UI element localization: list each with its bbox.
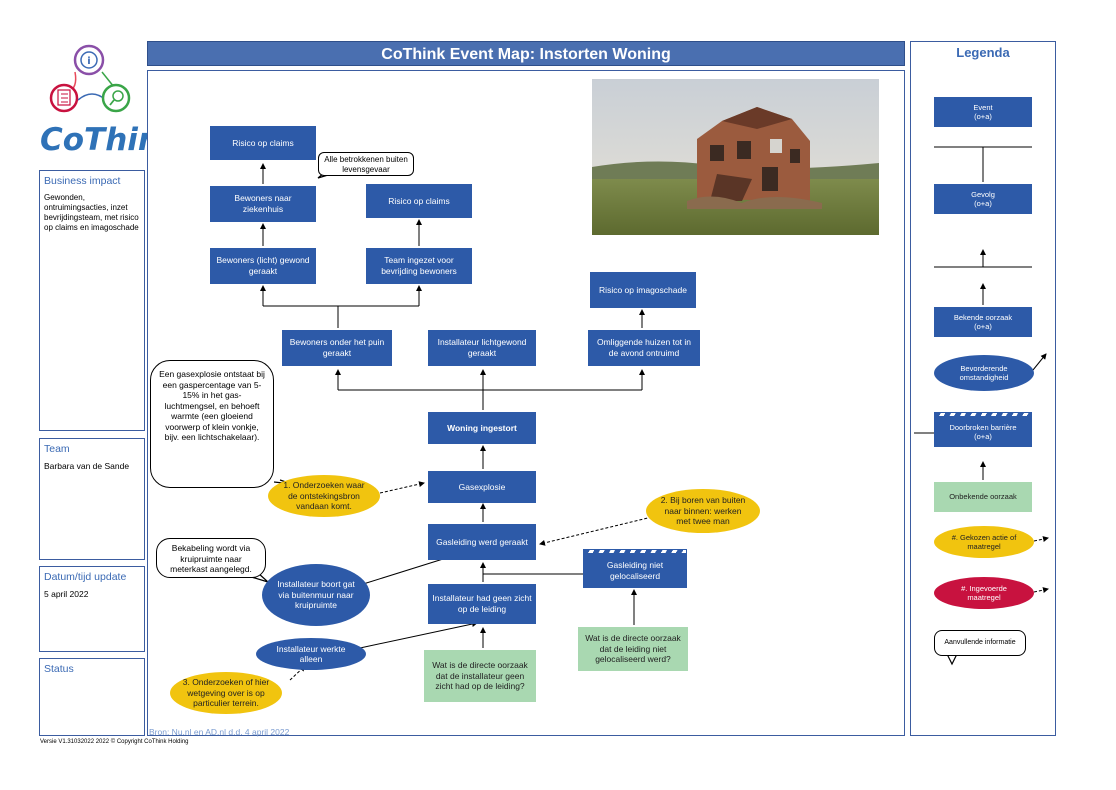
legend-barrier-stripe [934, 412, 1032, 417]
page-title: CoThink Event Map: Instorten Woning [147, 41, 905, 66]
business-impact-title: Business impact [44, 175, 121, 187]
status-panel: Status [39, 658, 145, 736]
legend-gekozen-actie: #. Gekozen actie of maatregel [934, 526, 1034, 558]
svg-text:i: i [87, 56, 90, 67]
legend-bekende-oorzaak: Bekende oorzaak (o+a) [934, 307, 1032, 337]
status-title: Status [44, 663, 74, 675]
legend-event: Event (o+a) [934, 97, 1032, 127]
info-gasexplosie: Een gasexplosie ontstaat bij een gasperc… [150, 360, 274, 488]
bewoners-ziekenhuis: Bewoners naar ziekenhuis [210, 186, 316, 222]
risico-imagoschade: Risico op imagoschade [590, 272, 696, 308]
installateur-werkte-alleen: Installateur werkte alleen [256, 638, 366, 670]
team-text: Barbara van de Sande [44, 461, 130, 471]
barrier-stripe [583, 549, 687, 554]
datum-title: Datum/tijd update [44, 571, 127, 583]
actie-3: 3. Onderzoeken of hier wetgeving over is… [170, 672, 282, 714]
omliggende-huizen: Omliggende huizen tot in de avond ontrui… [588, 330, 700, 366]
legend-doorbroken: Doorbroken barrière (o+a) [934, 417, 1032, 447]
collapsed-house-photo [592, 79, 879, 235]
vraag-geen-zicht: Wat is de directe oorzaak dat de install… [424, 650, 536, 702]
woning-ingestort: Woning ingestort [428, 412, 536, 444]
datum-panel: Datum/tijd update 5 april 2022 [39, 566, 145, 652]
installateur-geen-zicht: Installateur had geen zicht op de leidin… [428, 584, 536, 624]
legend-bevorderende: Bevorderende omstandigheid [934, 355, 1034, 391]
business-impact-text: Gewonden, ontruimingsacties, inzet bevri… [44, 193, 139, 232]
info-bekabeling: Bekabeling wordt via kruipruimte naar me… [156, 538, 266, 578]
gasexplosie: Gasexplosie [428, 471, 536, 503]
source-note: Bron: Nu.nl en AD.nl d.d. 4 april 2022 [149, 727, 290, 737]
logo-icons: i [49, 44, 131, 113]
installateur-lichtgewond: Installateur lichtgewond geraakt [428, 330, 536, 366]
legend-gevolg: Gevolg (o+a) [934, 184, 1032, 214]
team-panel: Team Barbara van de Sande [39, 438, 145, 560]
actie-2: 2. Bij boren van buiten naar binnen: wer… [646, 489, 760, 533]
bewoners-onder-puin: Bewoners onder het puin geraakt [282, 330, 392, 366]
installateur-boort-gat: Installateur boort gat via buitenmuur na… [262, 564, 370, 626]
team-title: Team [44, 443, 70, 455]
gasleiding-niet-gelocaliseerd: Gasleiding niet gelocaliseerd [583, 554, 687, 588]
risico-claims-1: Risico op claims [210, 126, 316, 160]
vraag-niet-gelocaliseerd: Wat is de directe oorzaak dat de leiding… [578, 627, 688, 671]
legend-aanvullende: Aanvullende informatie [934, 630, 1026, 656]
gasleiding-geraakt: Gasleiding werd geraakt [428, 524, 536, 560]
legend-ingevoerde: #. Ingevoerde maatregel [934, 577, 1034, 609]
business-impact-panel: Business impact Gewonden, ontruimingsact… [39, 170, 145, 431]
datum-text: 5 april 2022 [44, 589, 89, 599]
status-text [40, 675, 144, 681]
actie-1: 1. Onderzoeken waar de ontstekingsbron v… [268, 475, 380, 517]
info-levensgevaar: Alle betrokkenen buiten levensgevaar [318, 152, 414, 176]
legend-onbekende: Onbekende oorzaak [934, 482, 1032, 512]
bewoners-gewond: Bewoners (licht) gewond geraakt [210, 248, 316, 284]
risico-claims-2: Risico op claims [366, 184, 472, 218]
cothink-logo: i CoThink® [40, 40, 188, 160]
team-ingezet: Team ingezet voor bevrijding bewoners [366, 248, 472, 284]
version-note: Versie V1.31032022 2022 © Copyright CoTh… [40, 739, 189, 745]
legend-title: Legenda [956, 45, 1010, 60]
